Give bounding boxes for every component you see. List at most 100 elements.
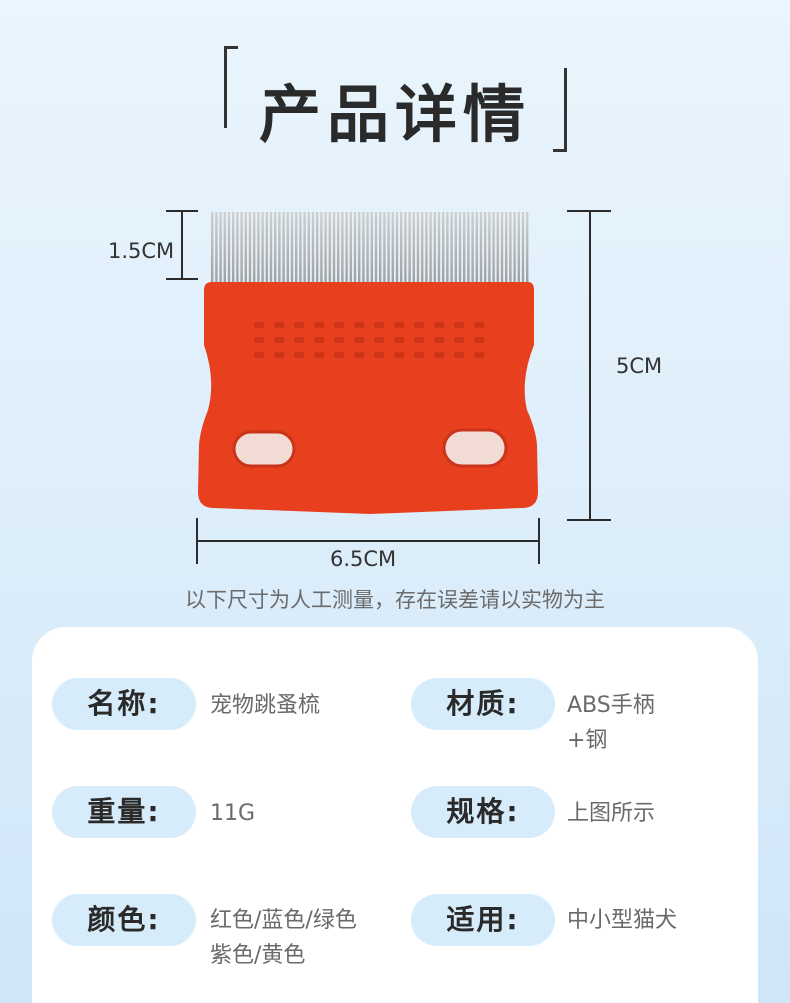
comb-tooth	[278, 212, 281, 286]
grip-dot	[354, 352, 364, 358]
spec-label-spec: 规格:	[411, 786, 555, 838]
comb-tooth	[240, 212, 243, 286]
grip-dot	[274, 322, 284, 328]
comb-tooth	[517, 212, 520, 286]
comb-tooth	[500, 212, 504, 286]
comb-tooth	[295, 212, 298, 286]
comb-tooth	[248, 212, 252, 286]
comb-tooth	[311, 212, 315, 286]
grip-dot	[394, 337, 404, 343]
dim-height-tick-bottom	[567, 519, 611, 521]
comb-tooth	[362, 212, 365, 286]
grip-dot	[434, 337, 444, 343]
grip-dot	[374, 337, 384, 343]
spec-label-material: 材质:	[411, 678, 555, 730]
grip-dot	[414, 322, 424, 328]
dim-height-vline	[589, 210, 591, 521]
comb-tooth	[282, 212, 285, 286]
comb-tooth	[358, 212, 361, 286]
spec-value-spec: 上图所示	[567, 801, 656, 826]
grip-dot	[314, 337, 324, 343]
comb-tooth	[488, 212, 491, 286]
comb-tooth	[429, 212, 432, 286]
comb-tooth	[454, 212, 457, 286]
grip-dot	[474, 337, 484, 343]
comb-tooth	[290, 212, 294, 286]
comb-tooth	[324, 212, 327, 286]
comb-tooth	[458, 212, 462, 286]
comb-tooth	[395, 212, 399, 286]
comb-tooth	[265, 212, 268, 286]
grip-dot	[294, 352, 304, 358]
grip-dot	[414, 337, 424, 343]
title-bracket-right	[553, 68, 567, 152]
dim-tooth-tick-bottom	[166, 278, 198, 280]
comb-tooth	[521, 212, 525, 286]
spec-value-name: 宠物跳蚤梳	[210, 693, 321, 718]
grip-dot	[334, 322, 344, 328]
comb-tooth	[484, 212, 487, 286]
comb-tooth	[450, 212, 453, 286]
grip-dot	[334, 352, 344, 358]
comb-hole-left	[232, 430, 296, 468]
comb-tooth	[274, 212, 277, 286]
comb-tooth	[303, 212, 306, 286]
grip-dot	[474, 352, 484, 358]
comb-tooth	[345, 212, 348, 286]
comb-tooth	[471, 212, 474, 286]
comb-tooth	[463, 212, 466, 286]
comb-tooth	[437, 212, 441, 286]
spec-value-material: ABS手柄 +钢	[567, 693, 655, 753]
comb-tooth	[383, 212, 386, 286]
comb-tooth	[412, 212, 415, 286]
grip-dot	[374, 352, 384, 358]
grip-dot	[254, 337, 264, 343]
grip-dot	[254, 322, 264, 328]
comb-tooth	[475, 212, 478, 286]
comb-tooth	[421, 212, 424, 286]
grip-dot	[394, 352, 404, 358]
grip-dot	[394, 322, 404, 328]
grip-dot	[294, 337, 304, 343]
spec-label-name: 名称:	[52, 678, 196, 730]
comb-tooth	[387, 212, 390, 286]
page-title: 产品详情	[258, 78, 531, 151]
comb-grip-pattern	[254, 322, 484, 358]
grip-dot	[294, 322, 304, 328]
title-bracket-left	[224, 46, 238, 128]
spec-label-color: 颜色:	[52, 894, 196, 946]
comb-teeth	[211, 212, 529, 286]
dim-tooth-vline	[181, 210, 183, 280]
grip-dot	[254, 352, 264, 358]
comb-tooth	[509, 212, 512, 286]
dim-tooth-tick-top	[166, 210, 198, 212]
grip-dot	[274, 352, 284, 358]
comb-tooth	[257, 212, 260, 286]
spec-value-suitable: 中小型猫犬	[567, 908, 678, 933]
grip-dot	[314, 322, 324, 328]
spec-card: 名称: 宠物跳蚤梳 材质: ABS手柄 +钢 重量: 11G 规格: 上图所示 …	[32, 627, 758, 1003]
title-area: 产品详情	[0, 0, 790, 170]
grip-dot	[434, 322, 444, 328]
comb-tooth	[332, 212, 336, 286]
comb-tooth	[236, 212, 239, 286]
grip-dot	[434, 352, 444, 358]
comb-tooth	[513, 212, 516, 286]
spec-value-weight: 11G	[210, 801, 256, 826]
grip-dot	[374, 322, 384, 328]
comb-tooth	[341, 212, 344, 286]
grip-dot	[354, 322, 364, 328]
dim-height-tick-top	[567, 210, 611, 212]
comb-tooth	[442, 212, 445, 286]
grip-dot	[454, 352, 464, 358]
comb-tooth	[261, 212, 264, 286]
dim-width-tick-left	[196, 518, 198, 564]
comb-tooth	[366, 212, 369, 286]
comb-tooth	[374, 212, 378, 286]
dim-tooth-label: 1.5CM	[108, 239, 175, 263]
comb-tooth	[320, 212, 323, 286]
grip-dot	[454, 322, 464, 328]
comb-tooth	[307, 212, 310, 286]
comb-tooth	[505, 212, 508, 286]
comb-tooth	[337, 212, 340, 286]
